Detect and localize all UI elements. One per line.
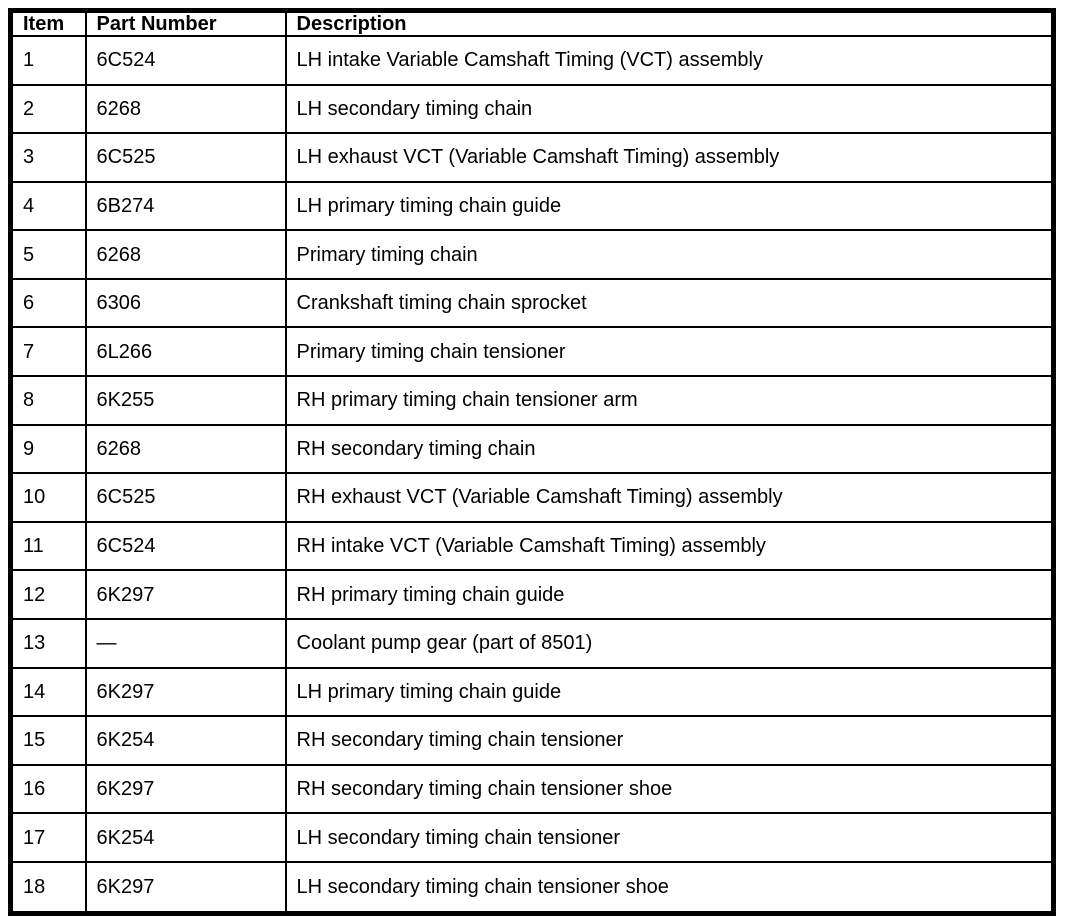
- cell-part-number: 6K297: [84, 860, 287, 915]
- cell-part-number: 6K297: [84, 763, 287, 815]
- cell-part-number: —: [84, 617, 287, 669]
- cell-item: 14: [9, 666, 87, 718]
- cell-part-number: 6K297: [84, 569, 287, 620]
- cell-description: RH exhaust VCT (Variable Camshaft Timing…: [284, 472, 1055, 523]
- cell-item: 2: [9, 83, 87, 135]
- cell-item: 9: [9, 423, 87, 475]
- cell-item: 13: [9, 617, 87, 669]
- cell-part-number: 6268: [84, 229, 287, 280]
- cell-item: 16: [9, 763, 87, 815]
- cell-description: LH exhaust VCT (Variable Camshaft Timing…: [284, 132, 1055, 183]
- cell-item: 18: [9, 860, 87, 915]
- cell-description: Primary timing chain tensioner: [284, 326, 1055, 378]
- cell-description: LH intake Variable Camshaft Timing (VCT)…: [284, 35, 1055, 86]
- cell-part-number: 6K254: [84, 715, 287, 766]
- cell-description: RH primary timing chain tensioner arm: [284, 375, 1055, 426]
- cell-description: RH secondary timing chain: [284, 423, 1055, 475]
- cell-part-number: 6B274: [84, 180, 287, 232]
- cell-description: LH primary timing chain guide: [284, 180, 1055, 232]
- cell-part-number: 6C524: [84, 35, 287, 86]
- cell-item: 3: [9, 132, 87, 183]
- cell-description: RH secondary timing chain tensioner shoe: [284, 763, 1055, 815]
- column-header-item: Item: [9, 9, 87, 37]
- cell-item: 6: [9, 277, 87, 329]
- cell-description: LH secondary timing chain tensioner shoe: [284, 860, 1055, 915]
- column-header-description: Description: [284, 9, 1055, 37]
- cell-part-number: 6268: [84, 423, 287, 475]
- cell-description: RH primary timing chain guide: [284, 569, 1055, 620]
- cell-description: RH intake VCT (Variable Camshaft Timing)…: [284, 520, 1055, 572]
- cell-part-number: 6268: [84, 83, 287, 135]
- cell-part-number: 6C525: [84, 132, 287, 183]
- column-header-part-number: Part Number: [84, 9, 287, 37]
- cell-item: 11: [9, 520, 87, 572]
- cell-item: 12: [9, 569, 87, 620]
- cell-description: LH secondary timing chain: [284, 83, 1055, 135]
- header-row: Item Part Number Description: [9, 9, 1055, 37]
- cell-item: 10: [9, 472, 87, 523]
- cell-part-number: 6C525: [84, 472, 287, 523]
- cell-part-number: 6C524: [84, 520, 287, 572]
- cell-description: Crankshaft timing chain sprocket: [284, 277, 1055, 329]
- cell-part-number: 6K297: [84, 666, 287, 718]
- cell-item: 15: [9, 715, 87, 766]
- table-row: 13—Coolant pump gear (part of 8501): [9, 617, 1055, 669]
- cell-item: 4: [9, 180, 87, 232]
- cell-part-number: 6L266: [84, 326, 287, 378]
- cell-description: Coolant pump gear (part of 8501): [284, 617, 1055, 669]
- cell-part-number: 6K255: [84, 375, 287, 426]
- cell-description: LH secondary timing chain tensioner: [284, 812, 1055, 863]
- cell-part-number: 6K254: [84, 812, 287, 863]
- cell-item: 5: [9, 229, 87, 280]
- cell-description: RH secondary timing chain tensioner: [284, 715, 1055, 766]
- cell-item: 7: [9, 326, 87, 378]
- cell-description: Primary timing chain: [284, 229, 1055, 280]
- cell-item: 1: [9, 35, 87, 86]
- cell-item: 8: [9, 375, 87, 426]
- cell-item: 17: [9, 812, 87, 863]
- cell-description: LH primary timing chain guide: [284, 666, 1055, 718]
- cell-part-number: 6306: [84, 277, 287, 329]
